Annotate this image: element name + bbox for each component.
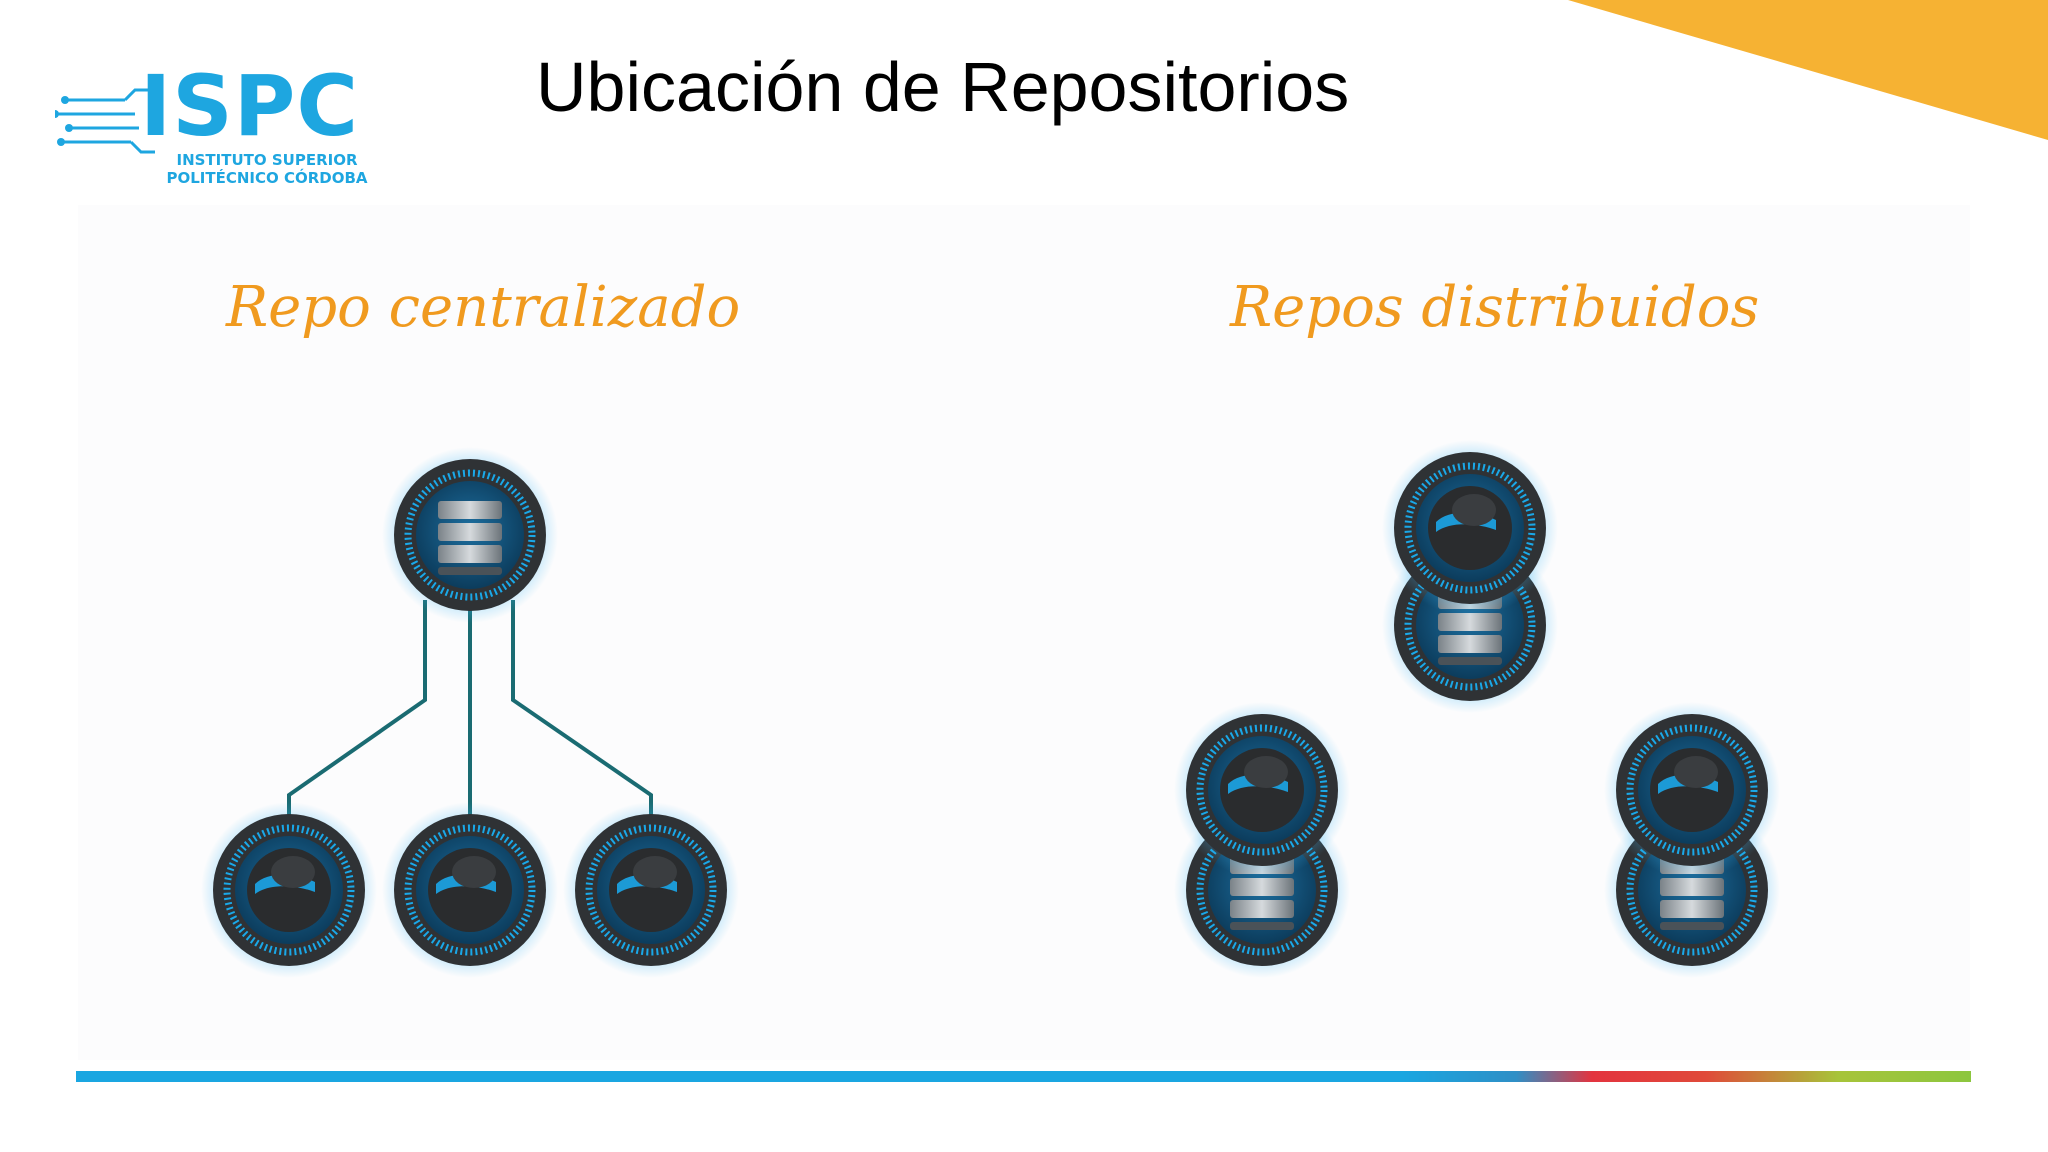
centralized-connectors <box>287 600 653 830</box>
user-client-icon <box>1428 486 1512 570</box>
logo-subtitle-line1: INSTITUTO SUPERIOR <box>176 151 358 169</box>
logo-subtitle-line2: POLITÉCNICO CÓRDOBA <box>166 169 368 187</box>
client-node <box>201 802 377 978</box>
corner-accent <box>1568 0 2048 140</box>
user-client-icon <box>1650 748 1734 832</box>
client-node <box>563 802 739 978</box>
circuit-lines-icon <box>55 88 155 154</box>
user-client-icon <box>428 848 512 932</box>
distributed-node <box>1604 702 1780 978</box>
ispc-logo: ISPC INSTITUTO SUPERIOR POLITÉCNICO CÓRD… <box>55 60 395 200</box>
user-client-icon <box>247 848 331 932</box>
central-server-node <box>382 447 558 623</box>
centralized-label: Repo centralizado <box>226 275 741 340</box>
distributed-node <box>1174 702 1350 978</box>
logo-wordmark: ISPC <box>140 57 359 155</box>
distributed-label: Repos distribuidos <box>1230 275 1760 340</box>
user-client-icon <box>609 848 693 932</box>
user-client-icon <box>1220 748 1304 832</box>
footer-color-bar <box>76 1071 1971 1082</box>
slide-title: Ubicación de Repositorios <box>536 48 1350 126</box>
client-node <box>382 802 558 978</box>
distributed-node <box>1382 440 1558 713</box>
